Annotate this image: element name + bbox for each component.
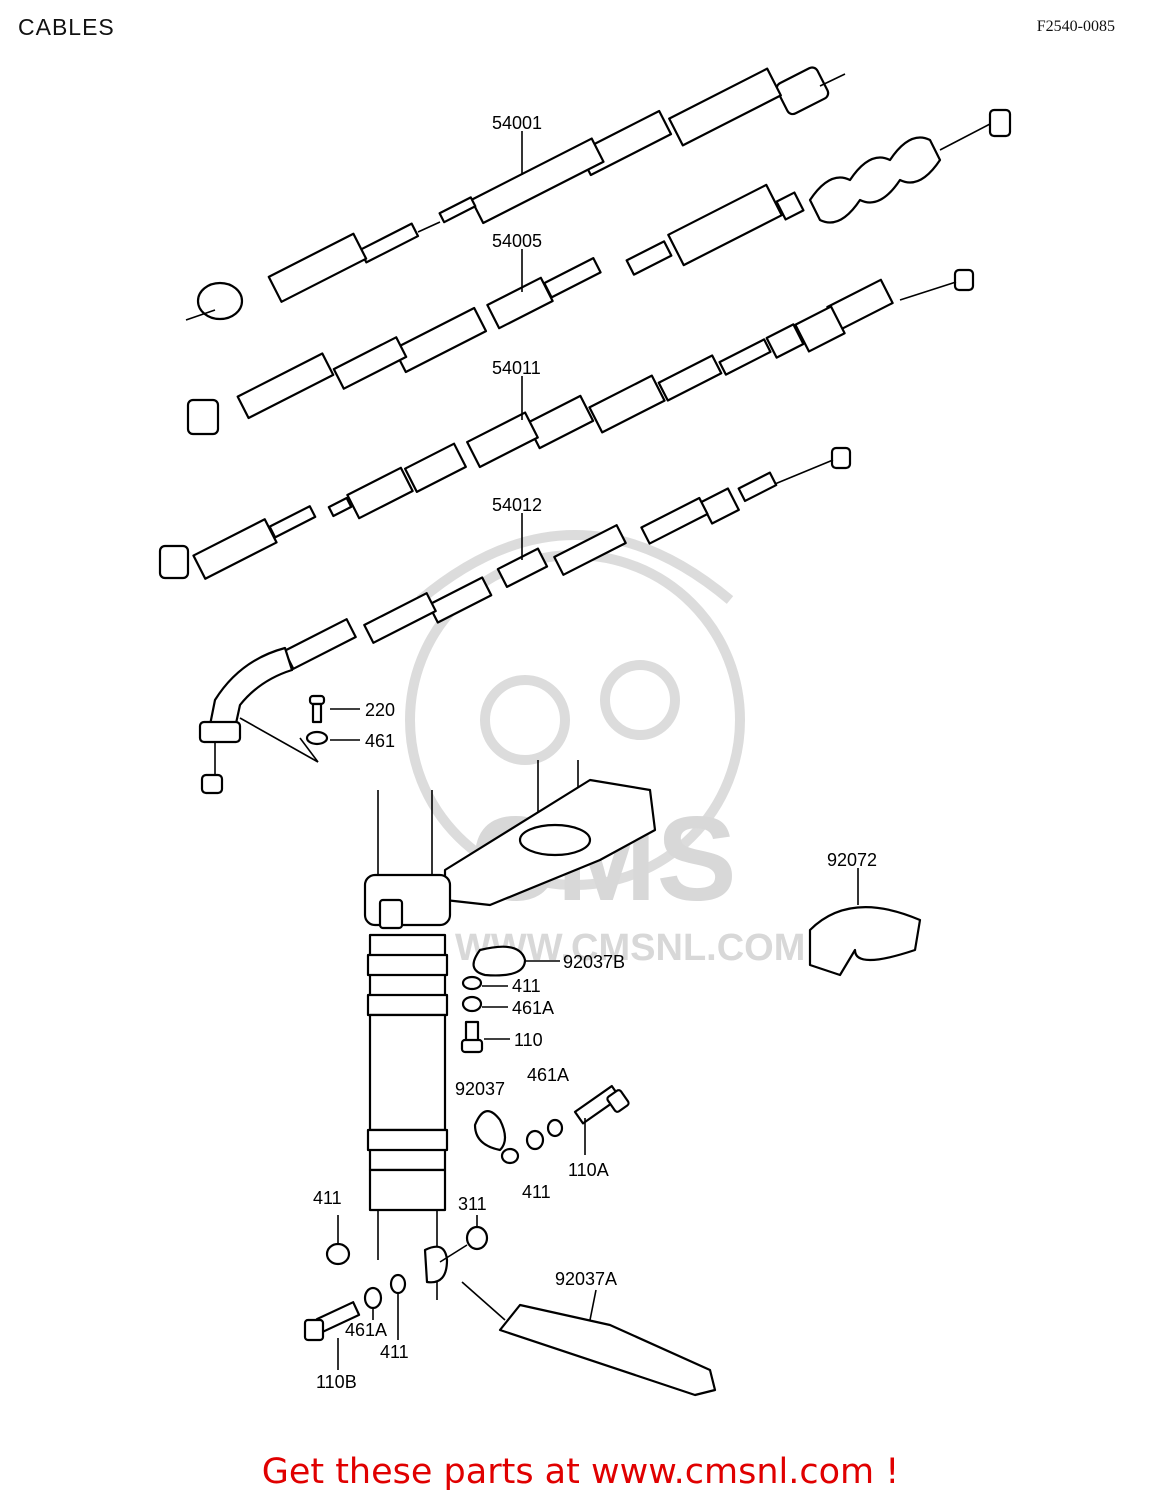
label-54012: 54012: [492, 495, 542, 515]
figure-code: F2540-0085: [1036, 18, 1115, 35]
label-411-low: 411: [380, 1342, 409, 1362]
label-92072: 92072: [827, 850, 877, 870]
label-220: 220: [365, 700, 395, 720]
cable-54001-drawing: [185, 66, 846, 321]
label-54011: 54011: [492, 358, 541, 378]
hardware-drawing: [303, 868, 922, 1397]
label-54005: 54005: [492, 231, 542, 251]
cable-54011-drawing: [158, 268, 975, 580]
label-461a-mid: 461A: [527, 1065, 569, 1085]
label-92037b: 92037B: [563, 952, 625, 972]
page-title: CABLES: [18, 14, 115, 40]
fork-assembly-drawing: [363, 760, 657, 1300]
label-110a: 110A: [568, 1160, 609, 1180]
label-54001: 54001: [492, 113, 542, 133]
label-411-top: 411: [512, 976, 541, 996]
label-110b: 110B: [316, 1372, 357, 1392]
label-92037: 92037: [455, 1079, 505, 1099]
screw-220-drawing: [305, 694, 360, 746]
label-411-left: 411: [313, 1188, 342, 1208]
cable-54005-drawing: [186, 108, 1012, 436]
label-92037a: 92037A: [555, 1269, 617, 1289]
label-311: 311: [458, 1194, 487, 1214]
label-411-mid: 411: [522, 1182, 551, 1202]
label-461a-low: 461A: [345, 1320, 387, 1340]
label-110: 110: [514, 1030, 543, 1050]
cable-54012-drawing: [198, 446, 852, 795]
label-461a-top: 461A: [512, 998, 554, 1018]
footer-promo-link[interactable]: Get these parts at www.cmsnl.com !: [261, 1452, 900, 1492]
label-461: 461: [365, 731, 395, 751]
